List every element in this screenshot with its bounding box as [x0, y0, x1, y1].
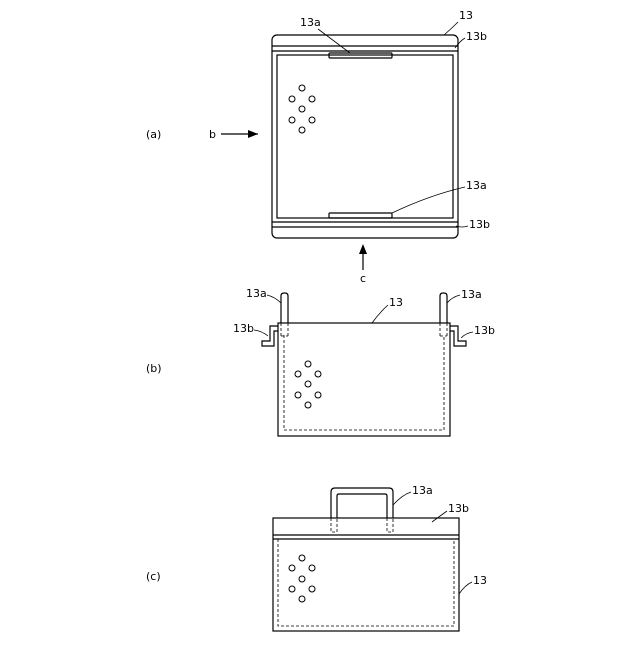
hole	[289, 96, 295, 102]
handle-right-hidden	[440, 323, 447, 336]
hole	[289, 565, 295, 571]
hole	[305, 361, 311, 367]
handle-left	[281, 293, 288, 323]
hole	[299, 576, 305, 582]
leader-13-b	[372, 305, 388, 323]
label-13b-left: 13b	[233, 322, 254, 335]
hole	[309, 565, 315, 571]
label-13a-right: 13a	[461, 288, 482, 301]
arrow-b-head	[248, 130, 258, 138]
arrow-c-label: c	[360, 272, 366, 285]
container-body-b	[278, 323, 450, 436]
leader-13a-left	[267, 295, 281, 303]
label-13a-left: 13a	[246, 287, 267, 300]
handle-outer-c	[331, 488, 393, 518]
arrow-b-label: b	[209, 128, 216, 141]
leader-13a-right	[447, 295, 460, 303]
rim-left	[262, 326, 278, 346]
hole	[305, 381, 311, 387]
view-a-label: (a)	[146, 128, 161, 141]
label-13a-top: 13a	[300, 16, 321, 29]
hole	[289, 117, 295, 123]
label-13-a: 13	[459, 9, 473, 22]
perforation-holes-b	[295, 361, 321, 408]
label-13a-bottom: 13a	[466, 179, 487, 192]
inner-wall	[277, 55, 453, 218]
hole	[299, 596, 305, 602]
leader-13-a	[444, 22, 458, 35]
hole	[309, 586, 315, 592]
perforation-holes-a	[289, 85, 315, 133]
hole	[299, 127, 305, 133]
hole	[299, 555, 305, 561]
leader-13a-bottom	[392, 187, 465, 213]
hole	[305, 402, 311, 408]
leader-13b-top	[455, 38, 465, 48]
arrow-c-head	[359, 244, 367, 254]
hole	[315, 392, 321, 398]
label-13b-bottom: 13b	[469, 218, 490, 231]
handle-hidden-c	[331, 518, 393, 532]
label-13-c: 13	[473, 574, 487, 587]
handle-right	[440, 293, 447, 323]
handle-left-hidden	[281, 323, 288, 336]
hole	[295, 371, 301, 377]
inner-hidden-c	[278, 539, 454, 626]
view-c: (c) 13a 13b 13	[146, 484, 487, 631]
perforation-holes-c	[289, 555, 315, 602]
view-a: (a) b 13 13a 13b	[146, 9, 490, 285]
leader-13b-left	[254, 330, 268, 336]
leader-13a-top	[318, 29, 350, 53]
label-13b-top: 13b	[466, 30, 487, 43]
handle-bottom	[329, 213, 392, 218]
hole	[295, 392, 301, 398]
view-b-label: (b)	[146, 362, 162, 375]
leader-13b-c	[432, 511, 447, 522]
hole	[315, 371, 321, 377]
hole	[289, 586, 295, 592]
hole	[309, 117, 315, 123]
hole	[299, 106, 305, 112]
leader-13b-bottom	[456, 226, 468, 227]
label-13-b: 13	[389, 296, 403, 309]
view-c-label: (c)	[146, 570, 161, 583]
view-b: (b) 13a 13a 13b 13b	[146, 287, 495, 436]
label-13b-right: 13b	[474, 324, 495, 337]
leader-13b-right	[461, 332, 473, 338]
container-outline	[272, 35, 458, 238]
label-13b-c: 13b	[448, 502, 469, 515]
handle-inner-c	[337, 494, 387, 518]
leader-13a-c	[393, 492, 411, 505]
hole	[299, 85, 305, 91]
hole	[309, 96, 315, 102]
leader-13-c	[459, 582, 472, 594]
label-13a-c: 13a	[412, 484, 433, 497]
